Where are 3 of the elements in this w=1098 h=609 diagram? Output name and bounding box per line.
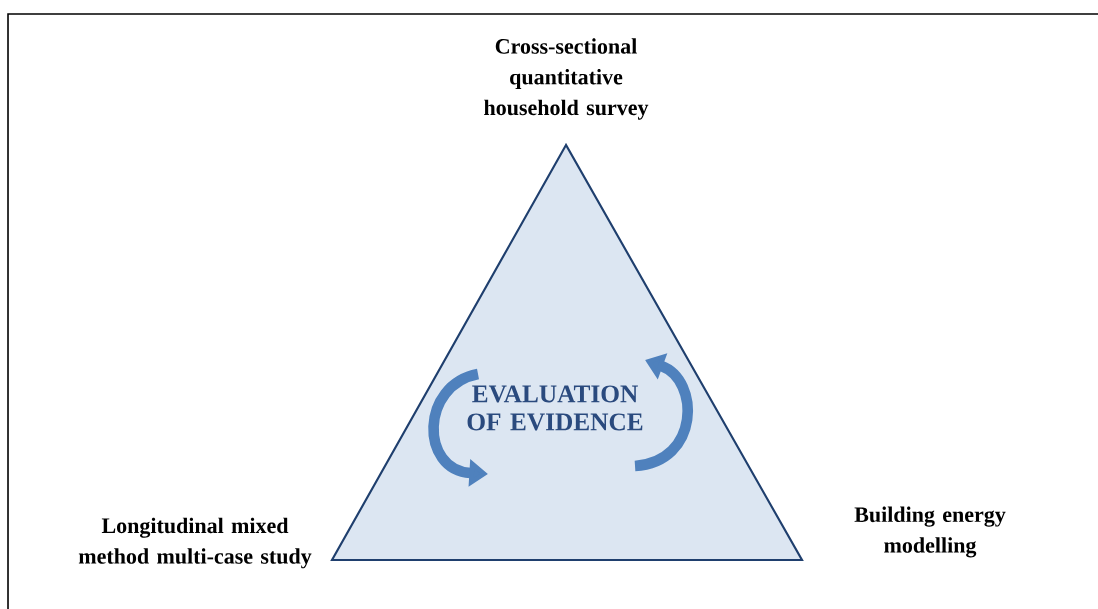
corner-label: Building energy modelling [854, 506, 1006, 558]
corner-label: Cross-sectional quantitative household survey [484, 38, 649, 120]
corner-label: Longitudinal mixed method multi-case study [78, 517, 312, 569]
